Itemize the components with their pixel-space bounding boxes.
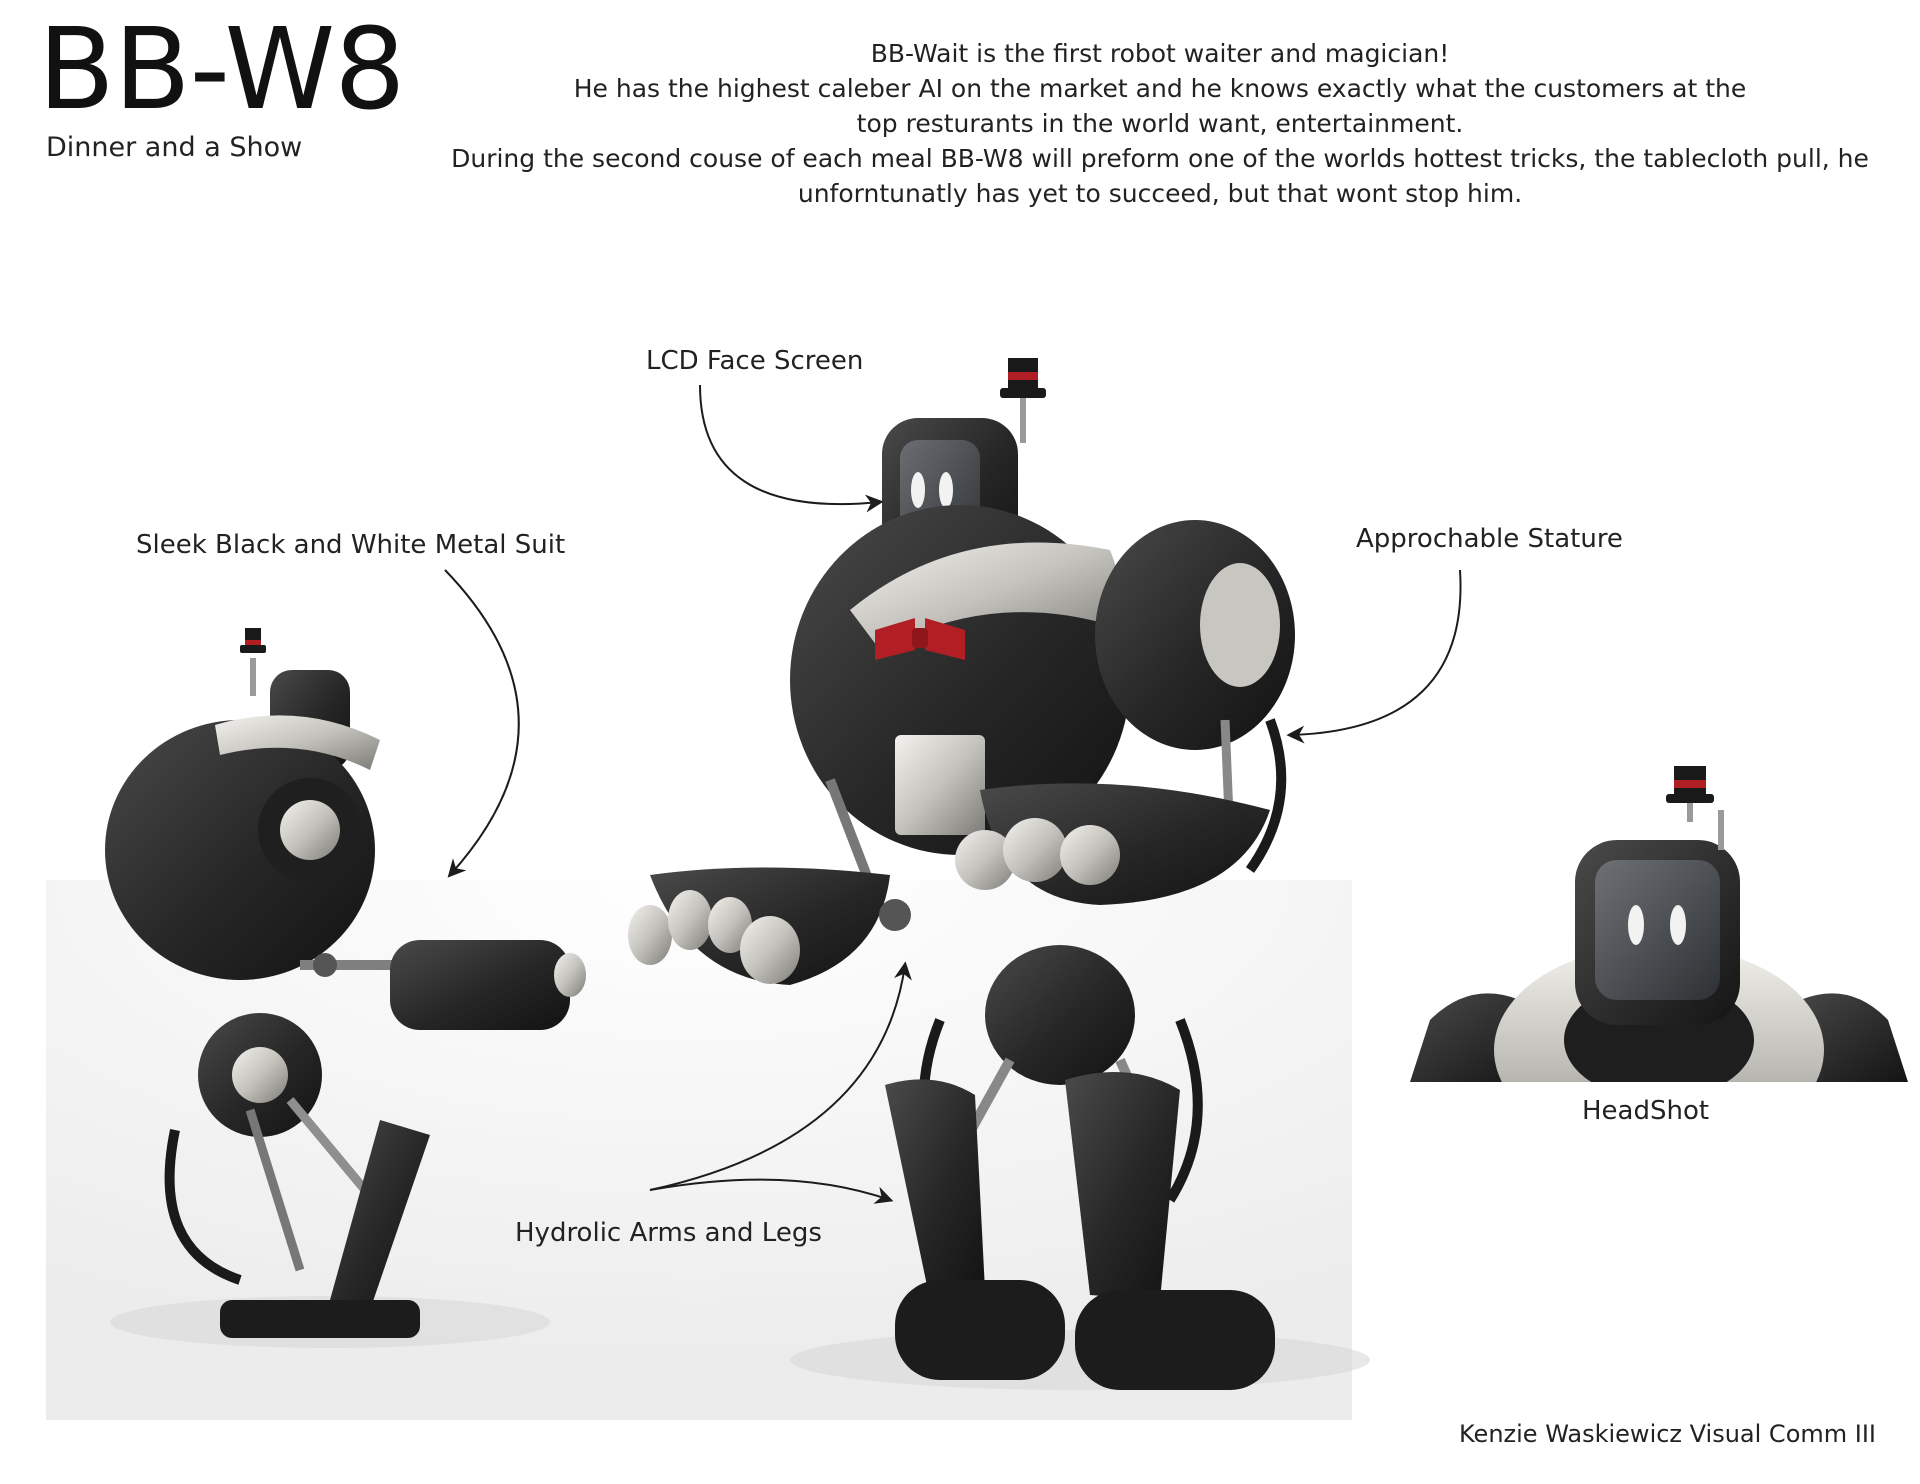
small-shoulder-cap <box>280 800 340 860</box>
left-hand-finger <box>708 897 752 953</box>
small-robot-shin <box>330 1120 430 1310</box>
right-fist-knuckle <box>1060 825 1120 885</box>
lcd-callout-arrow <box>699 384 884 513</box>
headshot-caption: HeadShot <box>1582 1096 1710 1126</box>
right-fist-knuckle <box>1003 818 1067 882</box>
headshot-lcd-screen <box>1595 860 1720 1000</box>
small-top-hat-band <box>245 640 261 645</box>
description-line: top resturants in the world want, entert… <box>856 109 1464 138</box>
small-robot-foot <box>220 1300 420 1338</box>
small-hat-antenna <box>250 658 256 696</box>
left-hand-finger <box>628 905 672 965</box>
description-block: BB-Wait is the first robot waiter and ma… <box>440 36 1880 211</box>
headshot-illustration <box>1410 810 1908 1082</box>
small-robot-hand <box>554 953 586 997</box>
description-line: unforntunatly has yet to succeed, but th… <box>797 179 1523 208</box>
small-robot-forearm <box>390 940 570 1030</box>
small-leg-piston <box>245 1108 305 1272</box>
headshot-image <box>1410 810 1908 1082</box>
callout-lcd-face-screen: LCD Face Screen <box>646 346 864 376</box>
small-arm-piston <box>300 960 430 970</box>
left-elbow-bolt <box>879 899 911 931</box>
callout-hydrolic-arms-legs: Hydrolic Arms and Legs <box>515 1218 822 1248</box>
headshot-eye-right <box>1670 905 1686 945</box>
small-hip-cap <box>232 1047 288 1103</box>
small-leg-piston <box>286 1097 369 1193</box>
headshot-eye-left <box>1628 905 1644 945</box>
left-hand-finger <box>668 890 712 950</box>
shoulder-hose <box>1245 718 1287 873</box>
lcd-eye-right <box>939 472 953 508</box>
page-title: BB-W8 <box>38 5 406 135</box>
callout-approchable-stature: Approchable Stature <box>1356 524 1623 554</box>
headshot-top-hat-icon <box>1666 766 1714 822</box>
large-robot-collar <box>850 542 1120 650</box>
large-left-shin <box>885 1079 985 1300</box>
left-hand-thumb <box>740 916 800 984</box>
small-robot-side-view <box>105 628 586 1338</box>
leg-hose <box>1165 1018 1203 1203</box>
large-robot-front-view <box>628 358 1295 1390</box>
description-line: BB-Wait is the first robot waiter and ma… <box>870 39 1450 68</box>
bowtie-icon <box>875 618 965 660</box>
headshot-hat-antenna <box>1718 810 1724 850</box>
large-top-hat-band <box>1008 372 1038 380</box>
small-hydraulic-hose <box>164 1128 242 1285</box>
chest-plate <box>895 735 985 835</box>
large-right-shin <box>1065 1072 1180 1300</box>
description-line: During the second couse of each meal BB-… <box>451 144 1869 173</box>
small-elbow-bolt <box>313 953 337 977</box>
large-robot-hip <box>985 945 1135 1085</box>
large-hat-antenna <box>1020 398 1026 443</box>
small-robot-collar <box>215 715 380 770</box>
hydrolic-leg-callout-arrow <box>649 1178 894 1204</box>
stature-callout-arrow <box>1286 569 1462 744</box>
callout-metal-suit: Sleek Black and White Metal Suit <box>136 530 566 560</box>
bowtie-knot <box>912 628 928 648</box>
large-right-foot <box>1075 1290 1275 1390</box>
suit-callout-arrow <box>444 569 520 878</box>
author-credit: Kenzie Waskiewicz Visual Comm III <box>1459 1420 1876 1448</box>
shoulder-vent <box>1200 563 1280 687</box>
large-left-foot <box>895 1280 1065 1380</box>
page-subtitle: Dinner and a Show <box>46 132 303 163</box>
lcd-eye-left <box>911 472 925 508</box>
right-fist-knuckle <box>955 830 1015 890</box>
hydrolic-arm-callout-arrow <box>649 961 912 1191</box>
large-top-hat-brim <box>1000 388 1046 398</box>
description-line: He has the highest caleber AI on the mar… <box>573 74 1747 103</box>
